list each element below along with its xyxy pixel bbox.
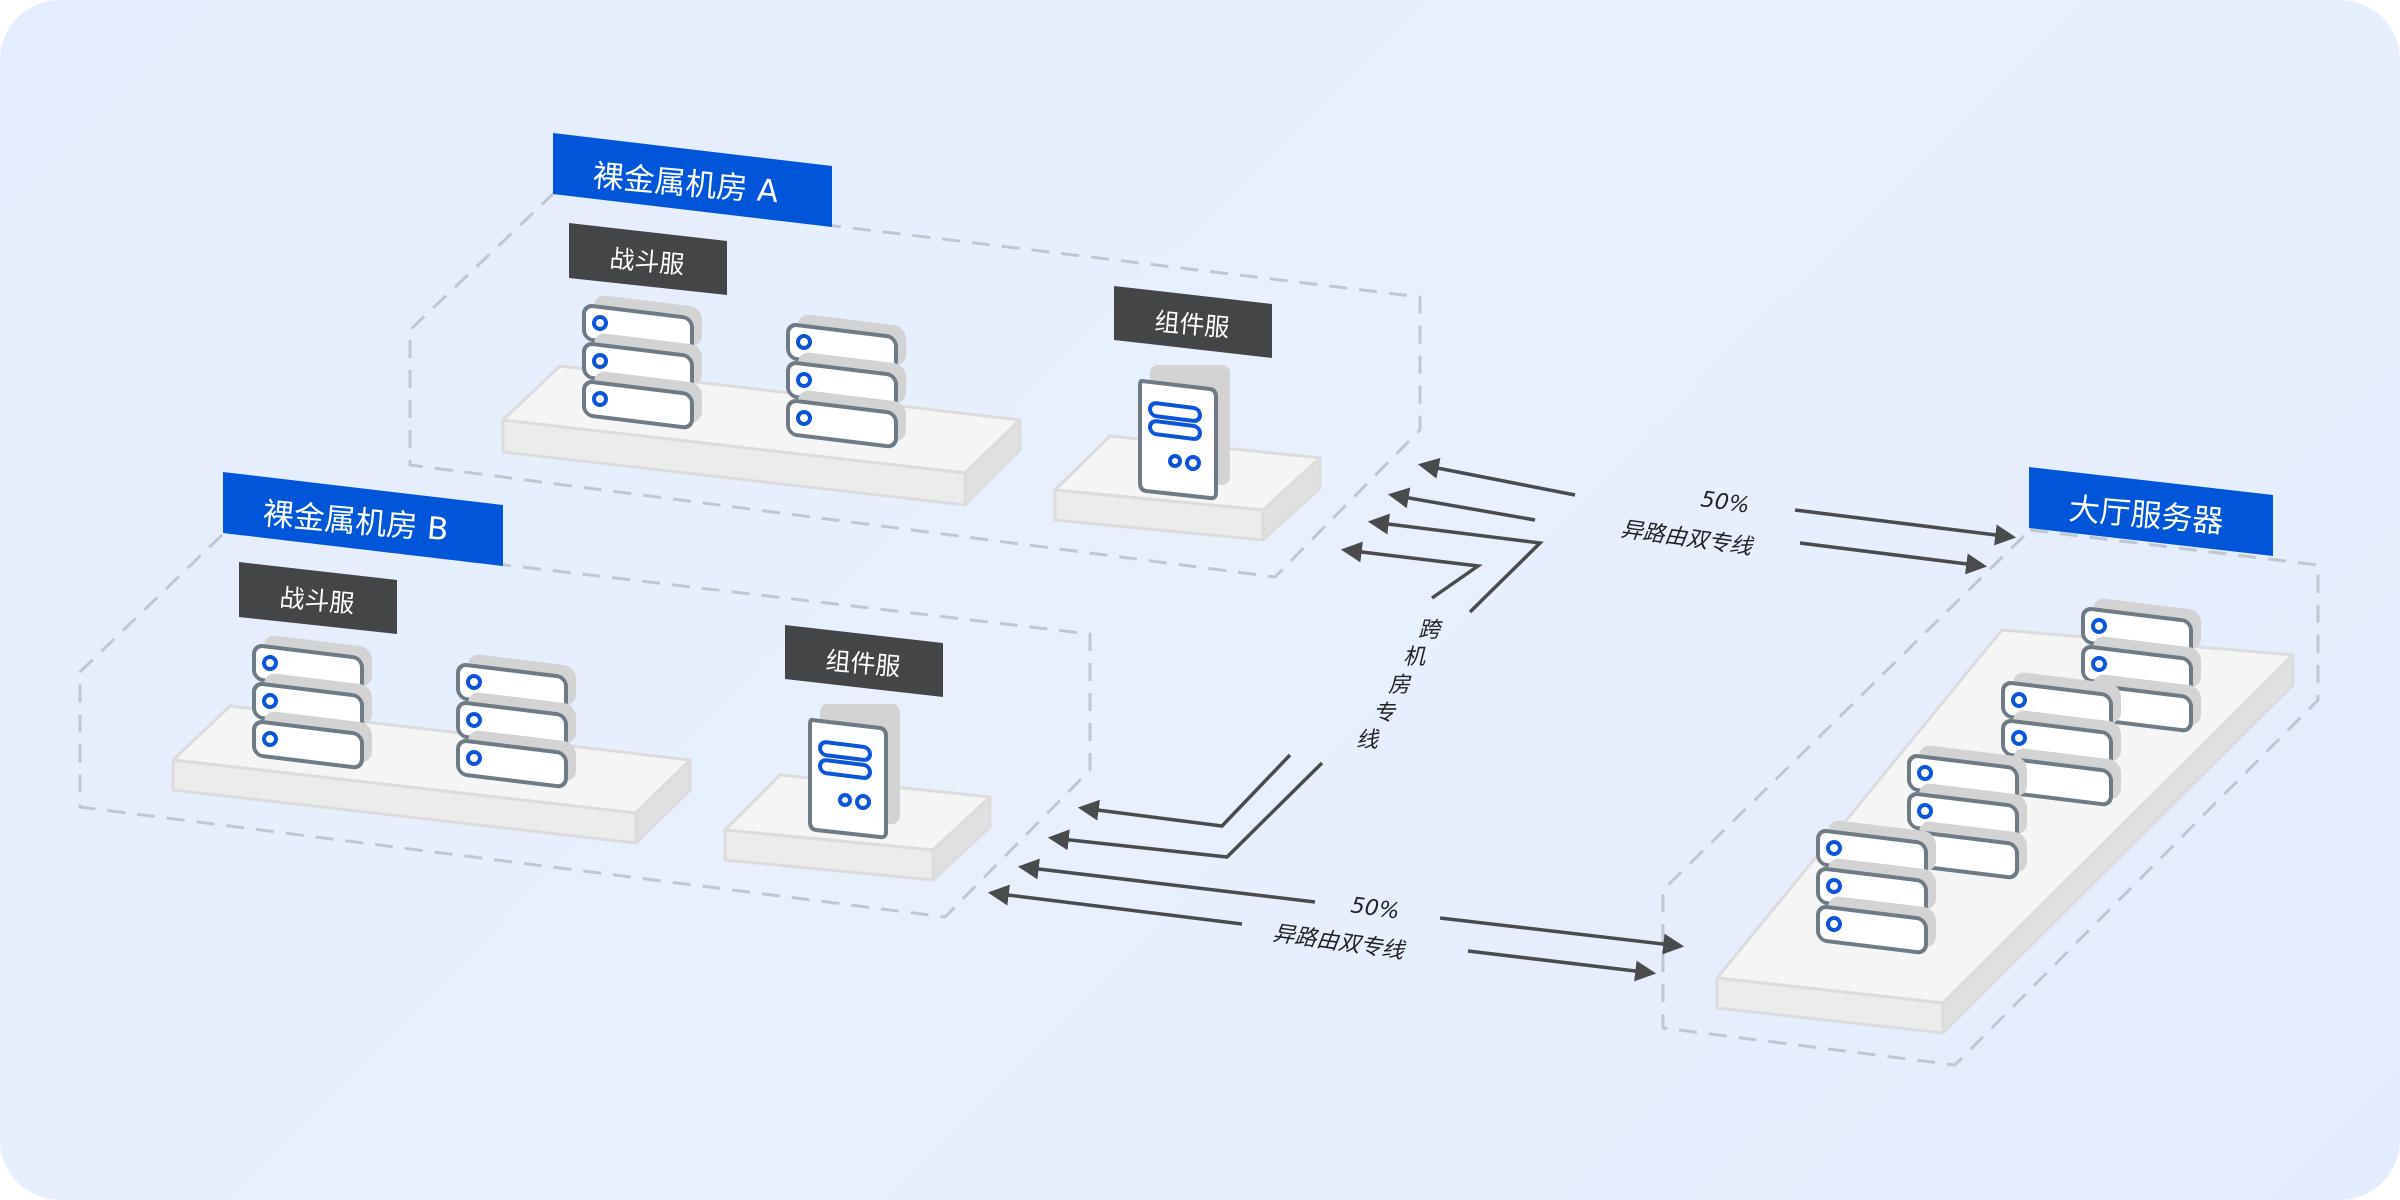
tower-server-icon: [808, 702, 902, 840]
room-a-component-label: 组件服: [1114, 286, 1272, 358]
link-top-label: 异路由双专线: [1619, 517, 1755, 560]
lobby-title: 大厅服务器: [2029, 467, 2273, 556]
room-b-battle-platform: [171, 704, 692, 845]
room-a-battle-label: 战斗服: [569, 223, 727, 295]
link-top-a-lobby: 50% 异路由双专线: [1387, 457, 2017, 575]
lobby-boundary: [1661, 528, 2320, 1067]
room-b-component-label: 组件服: [785, 625, 943, 697]
rack-server-icon: [458, 653, 576, 787]
link-bottom-label: 异路由双专线: [1271, 921, 1407, 964]
link-cross-char: 房: [1388, 673, 1412, 698]
link-cross-char: 线: [1356, 728, 1380, 753]
rack-server-icon: [584, 294, 702, 428]
room-b-title: 裸金属机房 B: [223, 472, 503, 566]
link-cross-label: 跨 机 房 专 线: [1356, 618, 1443, 753]
room-a-title: 裸金属机房 A: [553, 133, 832, 227]
tower-server-icon: [1138, 363, 1232, 501]
room-b-boundary: [78, 530, 1092, 919]
link-cross-room: 跨 机 房 专 线: [1047, 513, 1544, 859]
lobby: 大厅服务器: [1661, 467, 2320, 1067]
room-b-battle-label: 战斗服: [239, 562, 397, 634]
link-cross-char: 专: [1373, 701, 1397, 726]
link-cross-char: 机: [1403, 645, 1426, 670]
room-b-battle-label-text: 战斗服: [278, 583, 355, 618]
room-b: 裸金属机房 B 战斗服 组件服: [78, 472, 1092, 919]
rack-server-icon: [254, 634, 372, 768]
room-a-battle-platform: [501, 364, 1022, 507]
room-a: 裸金属机房 A 战斗服 组件服: [408, 133, 1422, 579]
room-a-battle-label-text: 战斗服: [608, 244, 685, 279]
link-bottom-b-lobby: 50% 异路由双专线: [987, 858, 1685, 982]
room-a-boundary: [408, 190, 1422, 579]
rack-server-icon: [788, 313, 906, 447]
rack-server-icon: [1818, 819, 1936, 953]
room-b-component-label-text: 组件服: [824, 646, 901, 681]
link-top-percent: 50%: [1699, 487, 1751, 519]
link-cross-char: 跨: [1418, 618, 1443, 643]
link-bottom-percent: 50%: [1349, 893, 1401, 925]
room-a-component-label-text: 组件服: [1153, 307, 1230, 342]
